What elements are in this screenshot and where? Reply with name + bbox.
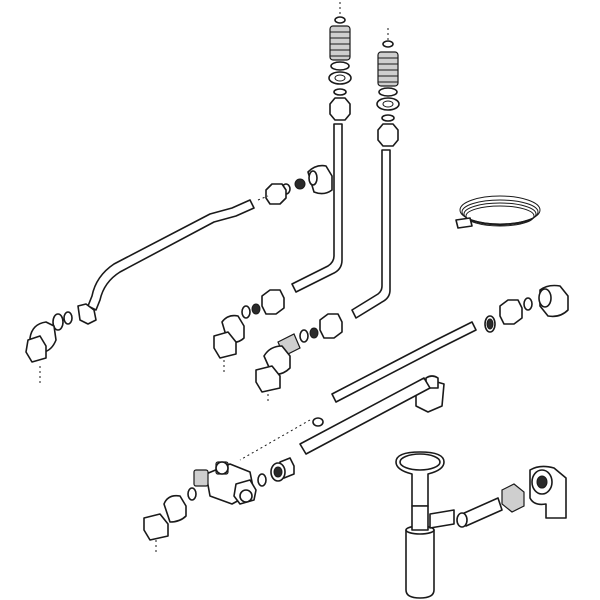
supply-hose-connector-left [291,2,352,293]
supply-hose-connector-right [351,28,400,319]
siphon-assembly [395,451,567,599]
middle-elbow-left [213,289,285,372]
valve-assembly [143,457,295,552]
middle-elbow-right [255,313,343,404]
right-elbow-assembly [239,284,569,461]
coiled-cable [455,195,541,229]
upper-left-pipe-assembly [25,164,333,384]
